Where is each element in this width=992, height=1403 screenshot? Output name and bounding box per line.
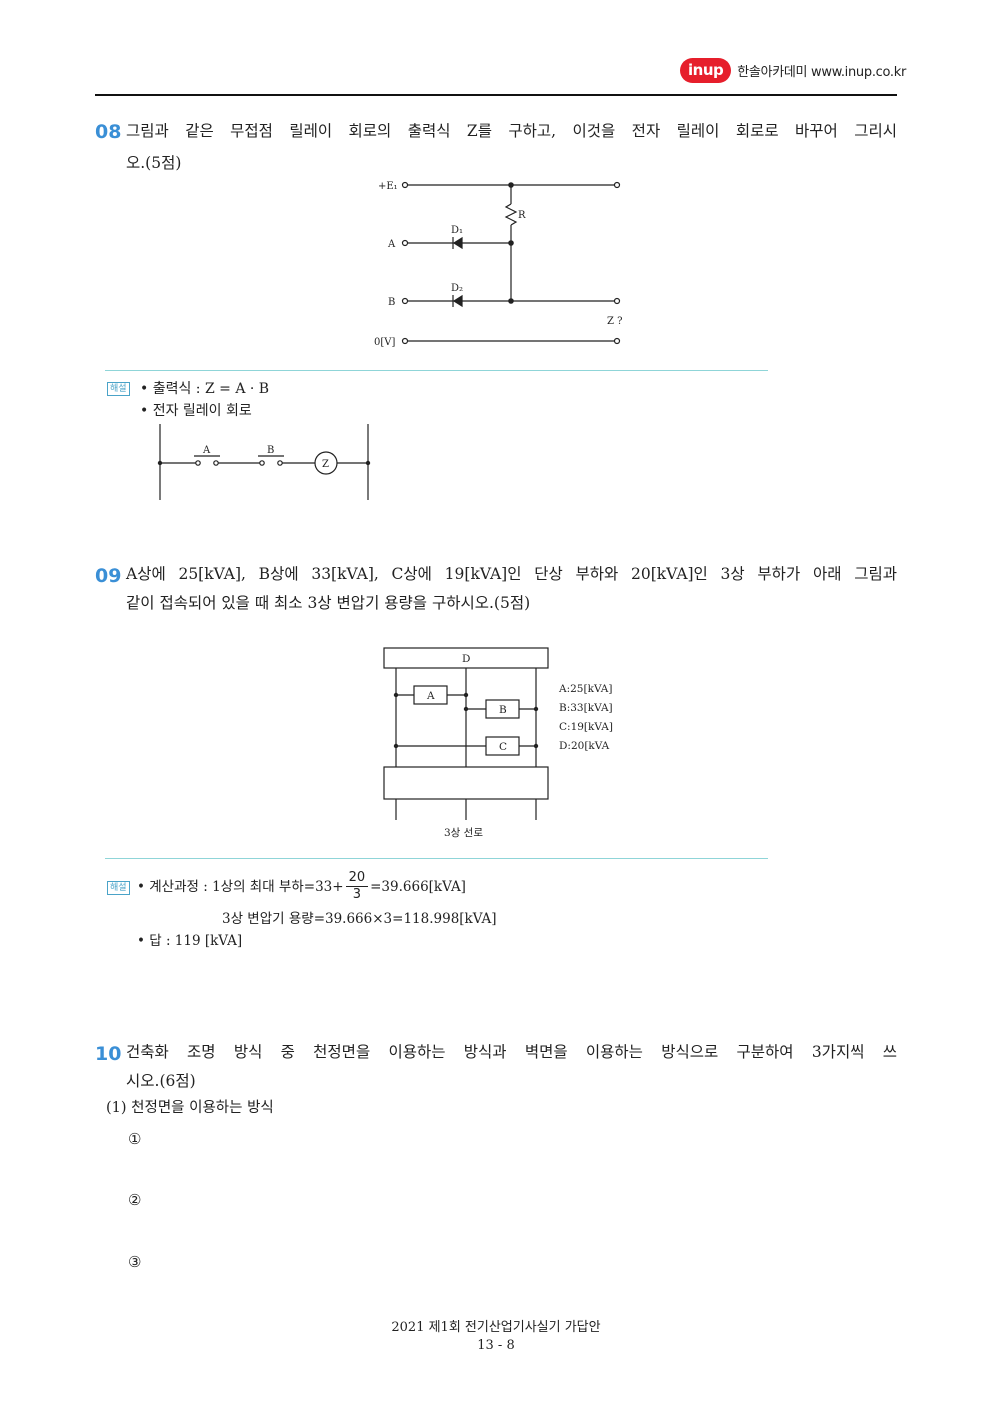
three-phase-load-diagram: D A B C A:25[kVA] B:33[kVA] C:19[kVA] D:… [383, 647, 613, 839]
label-d2: D₂ [451, 283, 463, 294]
label-r: R [518, 210, 526, 221]
label-e1: +E₁ [378, 181, 398, 192]
question-10-line2: 시오.(6점) [126, 1072, 196, 1090]
question-10-number: 10 [95, 1043, 122, 1065]
relay-label-a: A [202, 445, 211, 456]
fraction-numerator: 20 [345, 870, 369, 887]
fraction-denominator: 3 [352, 887, 361, 902]
calc-suffix: =39.666[kVA] [370, 878, 466, 895]
relay-label-z: Z [322, 459, 329, 470]
answer-09-calc-line1: • 계산과정 : 1상의 최대 부하=33+ 20 3 =39.666[kVA] [137, 870, 466, 903]
calc-prefix: • 계산과정 : 1상의 최대 부하=33+ [137, 878, 344, 895]
answer-09-final: • 답 : 119 [kVA] [137, 933, 243, 949]
explanation-badge-09: 해설 [107, 881, 130, 895]
relay-ladder-diagram: A B Z [157, 424, 371, 500]
footer-title: 2021 제1회 전기산업기사실기 가답안 [391, 1320, 601, 1335]
question-08-line2: 오.(5점) [126, 154, 182, 172]
brand-text: 한솔아카데미 www.inup.co.kr [737, 64, 907, 80]
diagram-caption: 3상 선로 [444, 827, 483, 839]
legend-a: A:25[kVA] [558, 683, 613, 695]
diode-relay-diagram: +E₁ R D₁ D₂ A B Z ? 0[V] [374, 181, 623, 348]
answer-slot-3[interactable]: ③ [128, 1253, 142, 1271]
inup-logo: inup [680, 57, 732, 83]
label-c-box: C [499, 741, 507, 753]
label-b: B [388, 297, 395, 308]
question-09-number: 09 [95, 565, 122, 587]
label-a-box: A [426, 690, 435, 702]
legend-d: D:20[kVA [559, 740, 610, 752]
answer-divider-09 [105, 858, 768, 859]
label-d: D [462, 653, 470, 665]
question-08-line1: 그림과 같은 무접점 릴레이 회로의 출력식 Z를 구하고, 이것을 전자 릴레… [126, 122, 897, 140]
answer-divider-08 [105, 370, 768, 371]
label-d1: D₁ [451, 225, 463, 236]
legend-b: B:33[kVA] [559, 702, 613, 714]
answer-slot-1[interactable]: ① [128, 1130, 142, 1148]
question-10-line1: 건축화 조명 방식 중 천정면을 이용하는 방식과 벽면을 이용하는 방식으로 … [126, 1043, 897, 1061]
question-09-line2: 같이 접속되어 있을 때 최소 3상 변압기 용량을 구하시오.(5점) [126, 594, 531, 612]
fraction: 20 3 [345, 870, 369, 903]
answer-slot-2[interactable]: ② [128, 1191, 142, 1209]
page-number: 13 - 8 [477, 1338, 515, 1353]
question-08-number: 08 [95, 121, 122, 143]
label-0v: 0[V] [374, 337, 395, 348]
header-rule [95, 94, 897, 96]
label-z-question: Z ? [607, 316, 623, 327]
relay-label-b: B [267, 445, 274, 456]
label-b-box: B [499, 704, 507, 716]
answer-08-formula: • 출력식 : Z = A · B [140, 381, 270, 397]
label-a: A [387, 239, 396, 250]
brand-header: inup 한솔아카데미 www.inup.co.kr [680, 56, 906, 84]
explanation-badge-08: 해설 [107, 382, 130, 396]
answer-08-relay-title: • 전자 릴레이 회로 [140, 403, 252, 419]
question-09-line1: A상에 25[kVA], B상에 33[kVA], C상에 19[kVA]인 단… [126, 565, 897, 583]
question-10-sub1: (1) 천정면을 이용하는 방식 [106, 1100, 274, 1116]
answer-09-calc-line2: 3상 변압기 용량=39.666×3=118.998[kVA] [222, 911, 497, 927]
legend-c: C:19[kVA] [559, 721, 613, 733]
